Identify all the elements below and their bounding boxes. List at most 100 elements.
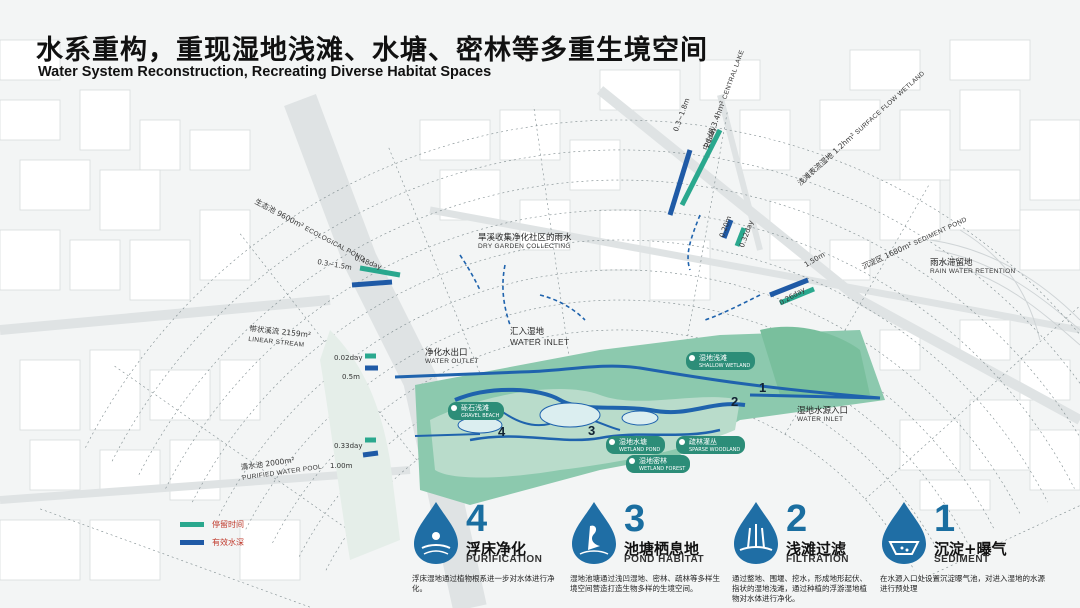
highway-interchange xyxy=(929,229,1080,346)
radial-line xyxy=(387,144,497,415)
marker-3: 3 xyxy=(588,423,596,438)
stage-4-desc: 浮床湿地通过植物根系进一步对水体进行净化。 xyxy=(412,574,555,593)
radial-arc xyxy=(192,239,1048,503)
measure-bar xyxy=(679,128,723,207)
flow-arrow xyxy=(459,254,481,291)
measure-bar xyxy=(362,450,379,458)
legend-stay-time: 停留时间 xyxy=(180,519,244,530)
building-block xyxy=(879,179,941,241)
building-block xyxy=(0,39,61,81)
flow-arrow xyxy=(539,294,586,321)
heron-icon xyxy=(572,502,616,564)
measure-bar xyxy=(734,227,747,247)
stage-filtration: 2 浅滩过滤 FILTRATION xyxy=(732,498,872,566)
building-block xyxy=(959,319,1011,361)
radial-line xyxy=(677,109,728,396)
building-block xyxy=(239,519,301,581)
flow-arrows xyxy=(459,214,761,326)
building-block xyxy=(1029,119,1080,201)
flow-arrow xyxy=(502,264,511,326)
stage-pond-habitat: 3 池塘栖息地 POND HABITAT xyxy=(570,498,720,566)
stream-depth-value: 0.5m xyxy=(342,373,360,381)
radial-arc xyxy=(245,299,995,530)
flow-arrow xyxy=(704,294,761,321)
stage-4-title: 浮床净化 xyxy=(466,540,527,558)
building-block xyxy=(419,119,491,161)
building-block xyxy=(149,369,211,421)
building-block xyxy=(99,169,161,231)
sediment-icon xyxy=(882,502,926,564)
stage-1-en: SEDIMENT xyxy=(934,554,990,565)
building-block xyxy=(919,479,991,511)
building-block xyxy=(0,229,61,291)
pool-days-value: 0.33day xyxy=(334,442,363,450)
building-block xyxy=(899,419,961,471)
building-block xyxy=(819,99,881,151)
building-block xyxy=(1029,429,1080,491)
building-block xyxy=(89,519,161,581)
building-block xyxy=(949,169,1021,231)
stage-3-desc: 湿地池塘通过浅凹湿地、密林、疏林等多样生境空间营造打造生物多样的生境空间。 xyxy=(570,574,720,593)
building-block xyxy=(99,449,161,491)
building-block xyxy=(569,139,621,191)
building-block xyxy=(0,519,81,581)
stage-purification: 4 浮床净化 PURIFICATION xyxy=(412,498,562,566)
stage-1-desc: 在水源入口处设置沉淀曝气池，对进入湿地的水源进行预处理 xyxy=(880,574,1045,593)
dry-garden-label: 旱溪收集净化社区的雨水 DRY GARDEN COLLECTING xyxy=(478,233,572,250)
stage-2-title: 浅滩过滤 xyxy=(786,540,847,558)
wetland-park xyxy=(415,326,885,505)
marker-4: 4 xyxy=(498,424,506,439)
building-block xyxy=(19,359,81,431)
building-block xyxy=(29,439,81,491)
measure-bar xyxy=(779,286,815,306)
building-block xyxy=(0,99,61,141)
stage-2-desc: 通过整地、围堰、挖水，形成地形起伏、指状的湿地浅滩，通过种植的浮游湿地植物对水体… xyxy=(732,574,867,603)
green-strip xyxy=(320,330,400,560)
measure-bar xyxy=(721,219,734,239)
stage-4-en: PURIFICATION xyxy=(466,554,543,565)
radial-arc xyxy=(165,209,1075,489)
radial-line xyxy=(111,364,350,531)
building-block xyxy=(499,109,561,161)
stage-3-en: POND HABITAT xyxy=(624,554,705,565)
radial-line xyxy=(37,507,311,608)
measure-bar xyxy=(359,265,401,278)
page-title: 水系重构，重现湿地浅滩、水塘、密林等多重生境空间 xyxy=(36,35,708,66)
building-block xyxy=(849,49,921,91)
stage-sediment: 1 沉淀+曝气 SEDIMENT xyxy=(880,498,1050,566)
marker-2: 2 xyxy=(731,394,739,409)
marker-1: 1 xyxy=(759,380,767,395)
pool-depth-value: 1.00m xyxy=(330,462,353,470)
radial-arc xyxy=(272,329,968,544)
page-subtitle: Water System Reconstruction, Recreating … xyxy=(38,64,492,80)
building-block xyxy=(969,399,1031,471)
legend-stay-swatch xyxy=(180,522,204,527)
building-block xyxy=(19,159,91,211)
city-buildings xyxy=(0,39,1080,581)
measure-bar xyxy=(769,277,809,298)
building-block xyxy=(219,359,261,421)
radial-arc xyxy=(85,119,1080,448)
legend-depth: 有效水深 xyxy=(180,537,244,548)
building-block xyxy=(879,329,921,371)
purification-icon xyxy=(414,502,458,564)
building-block xyxy=(959,89,1021,151)
building-block xyxy=(79,89,131,151)
building-block xyxy=(699,59,761,101)
stream-days-value: 0.02day xyxy=(334,354,363,362)
building-block xyxy=(1019,209,1080,271)
radial-arc xyxy=(111,149,1080,462)
water-inlet-upper-label: 汇入湿地 WATER INLET xyxy=(510,327,570,347)
water-outlet-label: 净化水出口 WATER OUTLET xyxy=(425,348,479,365)
legend-depth-swatch xyxy=(180,540,204,545)
measure-bar xyxy=(667,149,693,216)
stage-1-title: 沉淀+曝气 xyxy=(934,540,1007,558)
building-block xyxy=(949,39,1031,81)
rain-retention-label: 雨水滞留地 RAIN WATER RETENTION xyxy=(930,258,1016,275)
stage-3-title: 池塘栖息地 xyxy=(624,540,700,558)
